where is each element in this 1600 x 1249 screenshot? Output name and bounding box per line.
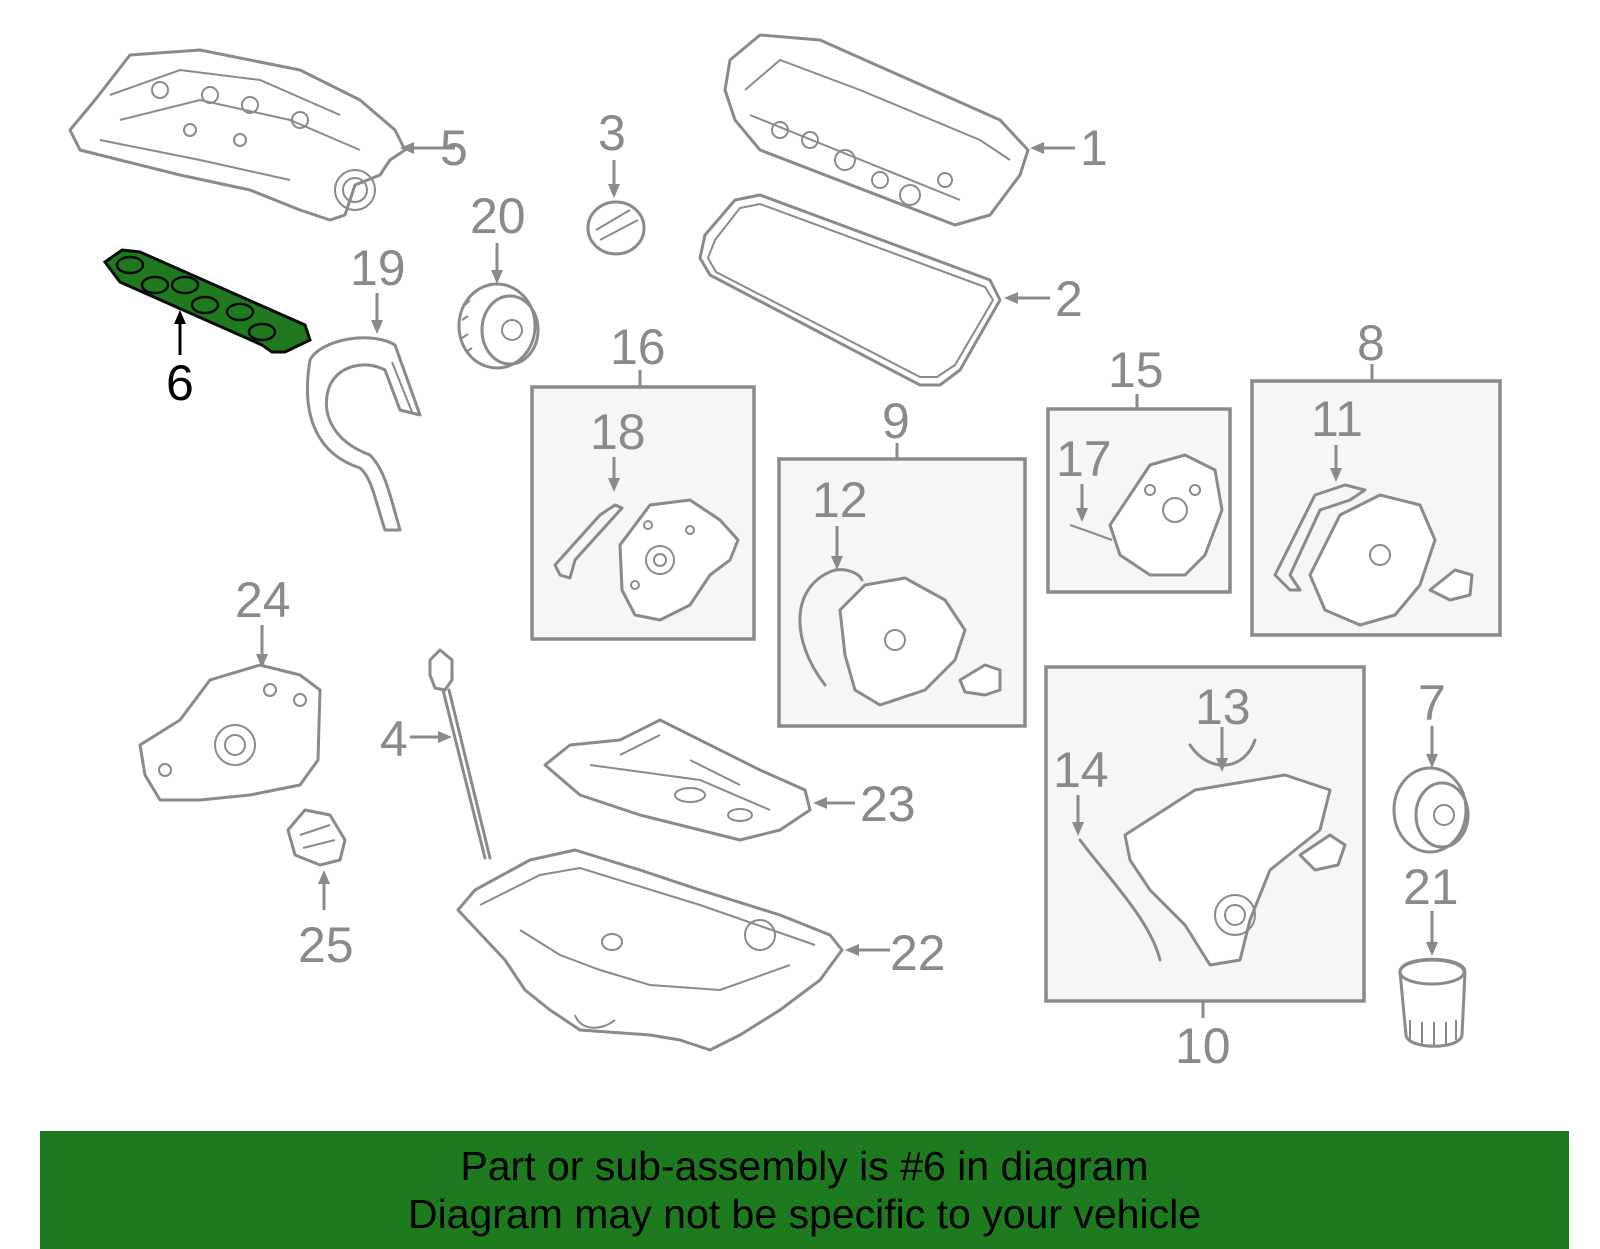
callout-7-leader — [1426, 726, 1438, 768]
callout-24-leader — [256, 625, 268, 668]
callout-1-leader — [1030, 142, 1075, 154]
part-oil-pump[interactable] — [138, 663, 322, 802]
callout-14-leader — [1072, 795, 1084, 836]
part-timing-cover-10[interactable] — [1078, 738, 1347, 967]
callout-21[interactable]: 21 — [1403, 859, 1459, 915]
callout-23-leader — [813, 797, 855, 809]
part-valve-cover[interactable] — [723, 33, 1030, 227]
callout-6-leader — [174, 310, 186, 355]
info-banner: Part or sub-assembly is #6 in diagram Di… — [40, 1131, 1569, 1249]
callout-15[interactable]: 15 — [1108, 342, 1164, 398]
part-oil-pan[interactable] — [456, 848, 844, 1052]
callout-24[interactable]: 24 — [235, 572, 291, 628]
parts-diagram: 5 6 19 20 3 — [68, 33, 1502, 1074]
part-timing-cover-9[interactable] — [798, 568, 1002, 707]
part-timing-belt[interactable] — [305, 336, 422, 532]
callout-17-leader — [1076, 484, 1088, 522]
part-intake-manifold[interactable] — [68, 48, 407, 222]
callout-20-leader — [491, 243, 503, 284]
callout-16[interactable]: 16 — [610, 319, 666, 375]
callout-1[interactable]: 1 — [1080, 120, 1108, 176]
part-dipstick[interactable] — [428, 648, 492, 860]
part-oil-cap[interactable] — [586, 200, 646, 256]
part-oil-strainer[interactable] — [286, 808, 347, 867]
part-timing-cover-16[interactable] — [553, 498, 740, 622]
callout-5-leader — [400, 142, 455, 154]
callout-11-leader — [1330, 445, 1342, 482]
callout-2[interactable]: 2 — [1055, 271, 1083, 327]
callout-3-leader — [608, 160, 620, 198]
part-cam-pulley[interactable] — [457, 282, 540, 370]
part-crank-pulley[interactable] — [1392, 766, 1470, 854]
callout-9[interactable]: 9 — [882, 393, 910, 449]
part-timing-cover-15[interactable] — [1069, 453, 1224, 577]
callout-14[interactable]: 14 — [1053, 742, 1109, 798]
callout-20[interactable]: 20 — [470, 188, 526, 244]
part-intake-gasket-highlighted[interactable] — [102, 248, 312, 354]
callout-19-leader — [371, 293, 383, 334]
callout-18[interactable]: 18 — [590, 404, 646, 460]
banner-line-part: Part or sub-assembly is #6 in diagram — [460, 1143, 1149, 1189]
callout-11[interactable]: 11 — [1311, 391, 1363, 447]
callout-13-leader — [1216, 727, 1228, 772]
callout-5[interactable]: 5 — [440, 120, 468, 176]
callout-7[interactable]: 7 — [1418, 675, 1446, 731]
banner-line-disclaimer: Diagram may not be specific to your vehi… — [407, 1191, 1201, 1237]
part-oil-filter[interactable] — [1398, 957, 1467, 1048]
part-oil-pan-baffle[interactable] — [543, 718, 812, 842]
callout-2-leader — [1004, 292, 1050, 304]
callout-10[interactable]: 10 — [1175, 1018, 1231, 1074]
callout-18-leader — [608, 457, 620, 492]
part-timing-cover-8[interactable] — [1273, 483, 1474, 627]
callout-12-leader — [831, 526, 843, 570]
callout-21-leader — [1426, 911, 1438, 956]
callout-13[interactable]: 13 — [1195, 679, 1251, 735]
callout-22-leader — [845, 944, 890, 956]
callout-4-leader — [410, 731, 452, 743]
callout-3[interactable]: 3 — [598, 105, 626, 161]
callout-19[interactable]: 19 — [350, 240, 406, 296]
callout-17[interactable]: 17 — [1056, 431, 1112, 487]
callout-22[interactable]: 22 — [890, 925, 946, 981]
callout-12[interactable]: 12 — [812, 472, 868, 528]
callout-25-leader — [318, 870, 330, 910]
callout-6[interactable]: 6 — [166, 355, 194, 411]
callout-25[interactable]: 25 — [298, 917, 354, 973]
callout-4[interactable]: 4 — [380, 711, 408, 767]
callout-8[interactable]: 8 — [1357, 315, 1385, 371]
part-valve-cover-gasket[interactable] — [698, 193, 1002, 387]
callout-23[interactable]: 23 — [860, 776, 916, 832]
